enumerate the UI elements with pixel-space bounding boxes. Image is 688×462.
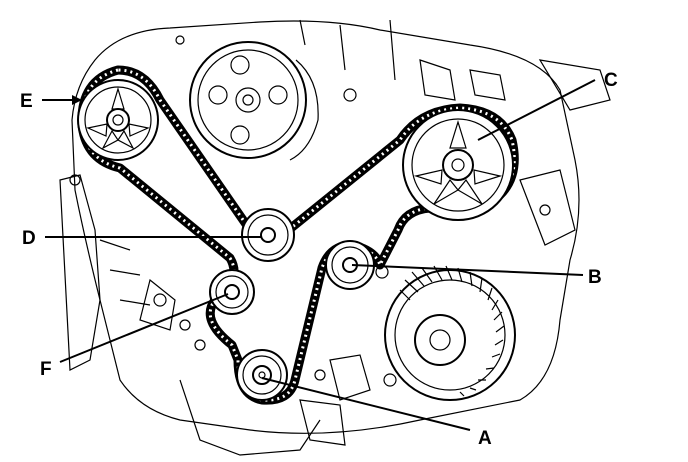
idler-pulley-d [241,208,295,262]
water-pump-pulley [189,41,319,161]
idler-pulley-f [209,269,255,315]
label-e: E [20,91,33,112]
crankshaft-sprocket-a [236,349,288,401]
label-d: D [22,228,36,249]
engine-block [59,19,611,456]
camshaft-sprocket-c [402,109,514,221]
label-f: F [40,359,52,380]
leader-lines [42,79,596,431]
camshaft-sprocket-e [77,79,159,161]
alternator [384,265,516,401]
label-a: A [478,428,492,449]
label-b: B [588,267,602,288]
label-c: C [604,70,618,91]
